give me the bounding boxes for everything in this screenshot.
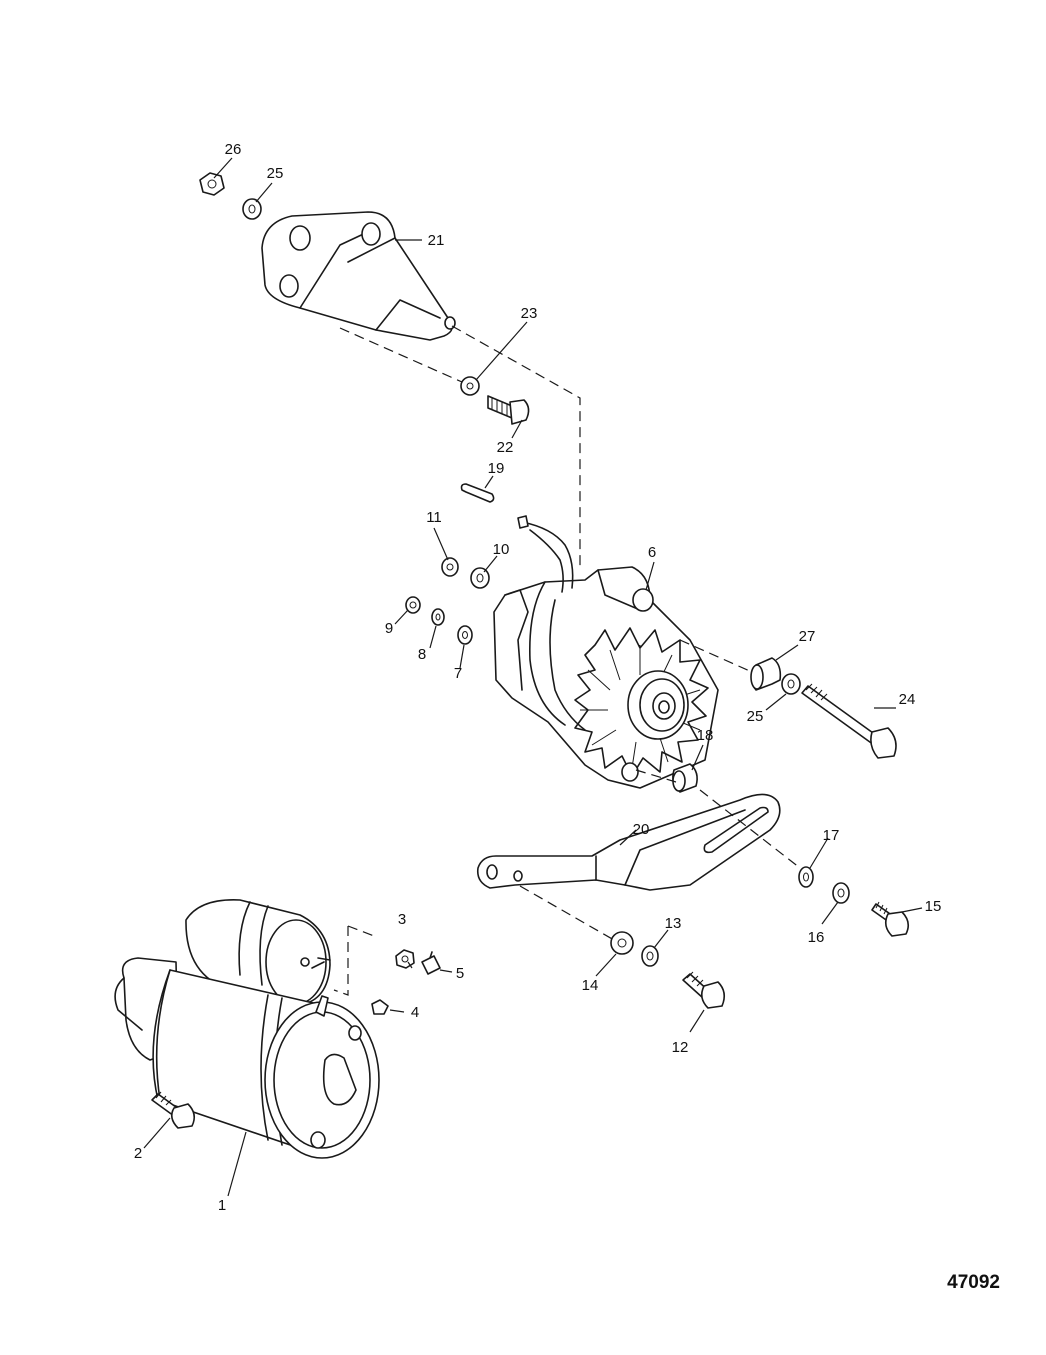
callout-11: 11 [426,509,442,526]
bolt-24 [801,683,897,759]
nut-11 [441,557,459,577]
callout-9: 9 [385,620,393,637]
callout-22: 22 [497,439,514,456]
callout-19: 19 [488,460,505,477]
washer-14 [610,931,634,955]
callout-21: 21 [428,232,445,249]
spacer-18 [672,763,698,793]
adjusting-bracket [476,793,781,891]
washer-8 [431,608,445,626]
washer-25-lower [781,673,801,695]
bolt-22 [487,395,530,425]
callout-4: 4 [411,1004,419,1021]
washer-25-upper [242,198,262,220]
figure-number: 47092 [947,1272,1000,1293]
nut-27 [199,172,225,196]
washer-16 [832,882,850,904]
alignment-lines [333,325,801,996]
callout-17: 17 [823,827,840,844]
callout-6: 6 [648,544,656,561]
starter-motor [114,899,380,1159]
washer-10 [470,567,490,589]
bolt-2 [151,1091,196,1129]
callout-15: 15 [925,898,942,915]
alternator-pulley [627,670,689,740]
callout-5: 5 [456,965,464,982]
washer-23 [460,376,480,396]
callout-labels: 26 25 21 23 22 19 11 10 6 9 8 7 27 25 24… [134,141,942,1214]
callout-18: 18 [697,727,714,744]
callout-26: 27 [799,628,816,645]
callout-8: 8 [418,646,426,663]
callout-10: 10 [493,541,510,558]
dowel-pin-19 [460,483,495,503]
bolt-15 [871,901,910,937]
callout-7: 7 [454,665,462,682]
washer-13 [641,945,659,967]
nut-4 [371,999,389,1015]
callout-25-lower: 25 [747,708,764,725]
callout-3: 3 [398,911,406,928]
spacer-26 [750,657,782,691]
upper-bracket [261,211,456,341]
callout-25-upper: 25 [267,165,284,182]
leader-lines [143,157,923,1197]
nut-3 [395,949,415,969]
alternator [493,515,719,789]
callout-2: 2 [134,1145,142,1162]
terminal-5 [421,951,441,975]
callout-24: 24 [899,691,916,708]
callout-12: 12 [672,1039,689,1056]
callout-23: 23 [521,305,538,322]
washer-7 [457,625,473,645]
callout-27: 26 [225,141,242,158]
starter-solenoid [185,899,331,1006]
bolt-12 [682,971,726,1009]
alternator-fan [574,627,709,777]
callout-1: 1 [218,1197,226,1214]
nut-9 [405,596,421,614]
washer-17 [798,866,814,888]
callout-14: 14 [582,977,599,994]
callout-20: 20 [633,821,650,838]
callout-16: 16 [808,929,825,946]
callout-13: 13 [665,915,682,932]
